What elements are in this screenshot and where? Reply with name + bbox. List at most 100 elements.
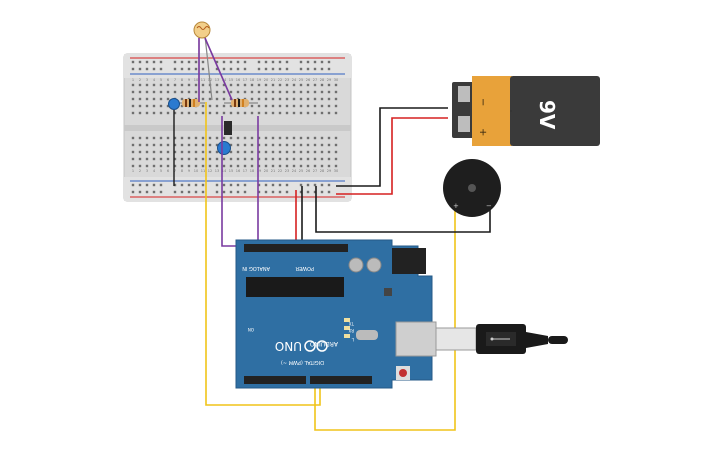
breadboard-hole[interactable] bbox=[306, 150, 310, 154]
breadboard-hole[interactable] bbox=[243, 83, 247, 87]
breadboard-hole[interactable] bbox=[138, 143, 142, 147]
breadboard-hole[interactable] bbox=[334, 97, 338, 101]
breadboard-hole[interactable] bbox=[278, 97, 282, 101]
breadboard-hole[interactable] bbox=[278, 111, 282, 115]
breadboard-rail-hole[interactable] bbox=[159, 190, 163, 194]
breadboard-rail-hole[interactable] bbox=[194, 67, 198, 71]
breadboard-hole[interactable] bbox=[208, 104, 212, 108]
breadboard-rail-hole[interactable] bbox=[306, 190, 310, 194]
breadboard-hole[interactable] bbox=[215, 111, 219, 115]
breadboard-hole[interactable] bbox=[201, 164, 205, 168]
breadboard-rail-hole[interactable] bbox=[271, 183, 275, 187]
breadboard-hole[interactable] bbox=[215, 150, 219, 154]
breadboard-hole[interactable] bbox=[250, 143, 254, 147]
breadboard-hole[interactable] bbox=[222, 97, 226, 101]
battery-9v[interactable]: − + 9V bbox=[452, 76, 600, 146]
breadboard-hole[interactable] bbox=[327, 111, 331, 115]
breadboard-hole[interactable] bbox=[292, 136, 296, 140]
breadboard-hole[interactable] bbox=[299, 164, 303, 168]
breadboard-hole[interactable] bbox=[145, 143, 149, 147]
breadboard-hole[interactable] bbox=[243, 90, 247, 94]
breadboard-rail-hole[interactable] bbox=[299, 183, 303, 187]
breadboard-hole[interactable] bbox=[236, 143, 240, 147]
breadboard-rail-hole[interactable] bbox=[278, 67, 282, 71]
breadboard-hole[interactable] bbox=[131, 97, 135, 101]
breadboard-hole[interactable] bbox=[334, 104, 338, 108]
breadboard-rail-hole[interactable] bbox=[313, 60, 317, 64]
breadboard-rail-hole[interactable] bbox=[320, 190, 324, 194]
wire-black[interactable] bbox=[315, 186, 491, 233]
breadboard-hole[interactable] bbox=[292, 157, 296, 161]
breadboard-hole[interactable] bbox=[145, 136, 149, 140]
breadboard-rail-hole[interactable] bbox=[299, 60, 303, 64]
breadboard-hole[interactable] bbox=[313, 83, 317, 87]
breadboard-hole[interactable] bbox=[285, 104, 289, 108]
breadboard-rail-hole[interactable] bbox=[243, 190, 247, 194]
breadboard-rail-hole[interactable] bbox=[131, 190, 135, 194]
breadboard-rail-hole[interactable] bbox=[138, 190, 142, 194]
breadboard-hole[interactable] bbox=[180, 157, 184, 161]
breadboard-hole[interactable] bbox=[166, 111, 170, 115]
breadboard-hole[interactable] bbox=[222, 90, 226, 94]
breadboard-hole[interactable] bbox=[229, 111, 233, 115]
breadboard-hole[interactable] bbox=[264, 111, 268, 115]
breadboard-hole[interactable] bbox=[194, 164, 198, 168]
breadboard-rail-hole[interactable] bbox=[131, 60, 135, 64]
breadboard-rail-hole[interactable] bbox=[313, 190, 317, 194]
breadboard-hole[interactable] bbox=[208, 97, 212, 101]
breadboard-hole[interactable] bbox=[138, 97, 142, 101]
arduino-uno[interactable]: ARDUINO UNO DIGITAL (PWM ~) POWER ANALOG… bbox=[235, 239, 477, 389]
breadboard-hole[interactable] bbox=[229, 136, 233, 140]
breadboard-hole[interactable] bbox=[250, 150, 254, 154]
breadboard-hole[interactable] bbox=[194, 90, 198, 94]
breadboard-rail-hole[interactable] bbox=[285, 183, 289, 187]
breadboard-rail-hole[interactable] bbox=[145, 67, 149, 71]
breadboard-hole[interactable] bbox=[131, 143, 135, 147]
breadboard-rail-hole[interactable] bbox=[215, 67, 219, 71]
breadboard-hole[interactable] bbox=[271, 90, 275, 94]
breadboard-hole[interactable] bbox=[306, 90, 310, 94]
breadboard-hole[interactable] bbox=[236, 150, 240, 154]
breadboard-hole[interactable] bbox=[285, 83, 289, 87]
breadboard-hole[interactable] bbox=[152, 111, 156, 115]
breadboard-hole[interactable] bbox=[285, 136, 289, 140]
breadboard-hole[interactable] bbox=[159, 143, 163, 147]
breadboard-hole[interactable] bbox=[292, 111, 296, 115]
breadboard-hole[interactable] bbox=[194, 111, 198, 115]
breadboard-hole[interactable] bbox=[320, 111, 324, 115]
breadboard-rail-hole[interactable] bbox=[229, 67, 233, 71]
breadboard-hole[interactable] bbox=[138, 136, 142, 140]
breadboard-hole[interactable] bbox=[208, 111, 212, 115]
breadboard-hole[interactable] bbox=[250, 136, 254, 140]
breadboard-rail-hole[interactable] bbox=[264, 190, 268, 194]
breadboard-hole[interactable] bbox=[243, 111, 247, 115]
breadboard-hole[interactable] bbox=[145, 157, 149, 161]
breadboard-hole[interactable] bbox=[306, 164, 310, 168]
breadboard-hole[interactable] bbox=[152, 90, 156, 94]
breadboard-hole[interactable] bbox=[208, 164, 212, 168]
wire-black[interactable] bbox=[336, 107, 448, 187]
breadboard-hole[interactable] bbox=[159, 111, 163, 115]
breadboard-rail-hole[interactable] bbox=[138, 67, 142, 71]
breadboard-hole[interactable] bbox=[201, 157, 205, 161]
breadboard-hole[interactable] bbox=[187, 90, 191, 94]
breadboard-rail-hole[interactable] bbox=[243, 183, 247, 187]
breadboard-hole[interactable] bbox=[264, 90, 268, 94]
breadboard-hole[interactable] bbox=[131, 150, 135, 154]
breadboard-hole[interactable] bbox=[299, 143, 303, 147]
breadboard-hole[interactable] bbox=[313, 157, 317, 161]
breadboard-hole[interactable] bbox=[222, 104, 226, 108]
breadboard-rail-hole[interactable] bbox=[159, 183, 163, 187]
breadboard-hole[interactable] bbox=[278, 143, 282, 147]
breadboard-hole[interactable] bbox=[327, 164, 331, 168]
breadboard-hole[interactable] bbox=[292, 143, 296, 147]
breadboard-hole[interactable] bbox=[131, 136, 135, 140]
breadboard-hole[interactable] bbox=[257, 97, 261, 101]
breadboard-hole[interactable] bbox=[271, 83, 275, 87]
breadboard-hole[interactable] bbox=[285, 97, 289, 101]
breadboard-hole[interactable] bbox=[187, 164, 191, 168]
breadboard-hole[interactable] bbox=[159, 83, 163, 87]
breadboard-hole[interactable] bbox=[180, 104, 184, 108]
breadboard-hole[interactable] bbox=[271, 164, 275, 168]
breadboard-hole[interactable] bbox=[180, 90, 184, 94]
